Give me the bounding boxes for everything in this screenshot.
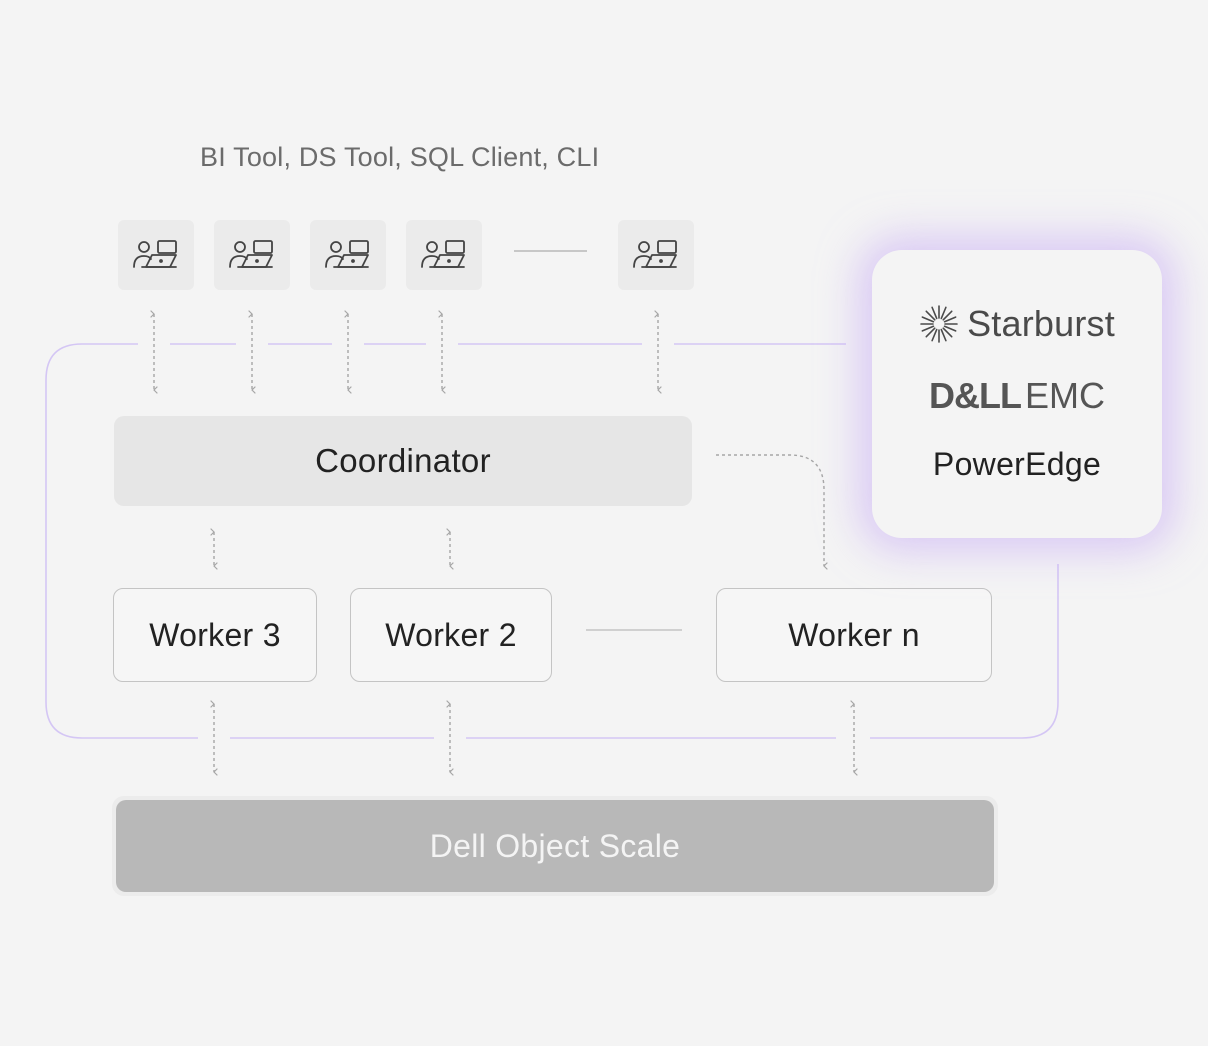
coordinator-label: Coordinator — [315, 442, 491, 479]
starburst-wordmark: Starburst — [967, 303, 1115, 344]
poweredge-wordmark: PowerEdge — [932, 445, 1102, 482]
coordinator-workern-arrow — [716, 454, 828, 570]
cluster-boundary — [45, 343, 1059, 739]
object-storage-node[interactable]: Dell Object Scale — [116, 800, 994, 892]
worker-n-node[interactable]: Worker n — [716, 588, 992, 682]
worker-3-node[interactable]: Worker 3 — [113, 588, 317, 682]
starburst-icon — [920, 305, 958, 343]
client-tile-1[interactable] — [118, 220, 194, 290]
dell-wordmark: D&LL — [929, 375, 1022, 416]
emc-wordmark: EMC — [1024, 375, 1105, 416]
client-tile-2[interactable] — [214, 220, 290, 290]
users-laptop-icon — [421, 240, 465, 268]
users-laptop-icon — [229, 240, 273, 268]
client-tile-4[interactable] — [406, 220, 482, 290]
storage-label: Dell Object Scale — [429, 827, 681, 864]
users-laptop-icon — [633, 240, 677, 268]
client-tile-3[interactable] — [310, 220, 386, 290]
clients-label: BI Tool, DS Tool, SQL Client, CLI — [200, 142, 600, 172]
users-laptop-icon — [325, 240, 369, 268]
worker-3-label: Worker 3 — [149, 616, 281, 653]
users-laptop-icon — [133, 240, 177, 268]
poweredge-logo: PowerEdge — [872, 442, 1162, 486]
coordinator-node[interactable]: Coordinator — [114, 416, 692, 506]
dellemc-logo: D&LL EMC — [872, 374, 1162, 418]
starburst-logo: Starburst — [872, 302, 1162, 346]
vendor-card: Starburst D&LL EMC PowerEdge — [872, 250, 1162, 538]
client-tile-5[interactable] — [618, 220, 694, 290]
worker-2-label: Worker 2 — [385, 616, 517, 653]
worker-2-node[interactable]: Worker 2 — [350, 588, 552, 682]
worker-n-label: Worker n — [788, 616, 920, 653]
